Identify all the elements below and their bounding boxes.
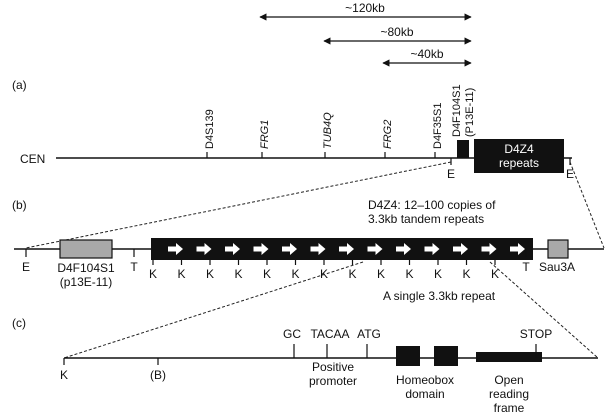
kpni-site-label-9: K: [377, 267, 385, 281]
kpni-site-label-6: K: [291, 267, 299, 281]
range-arrows: ~120kb ~80kb ~40kb: [259, 1, 472, 67]
open-reading-frame-bar: [476, 352, 542, 362]
cen-label: CEN: [20, 152, 45, 166]
orf-label-line3: frame: [494, 401, 525, 415]
range-label-40kb: ~40kb: [410, 47, 443, 61]
panel-c-caption: A single 3.3kb repeat: [383, 289, 496, 303]
kpni-site-label-2: K: [177, 267, 185, 281]
sau3a-label: Sau3A: [539, 260, 575, 274]
zoom-line-bc-right: [489, 261, 599, 359]
zoom-line-ab-left: [25, 161, 452, 249]
zoom-line-bc-left: [63, 261, 364, 359]
orf-label-line1: Open: [494, 373, 523, 387]
marker-d4f35s1: D4F35S1: [432, 103, 444, 149]
kpni-site-label-4: K: [234, 267, 242, 281]
zoom-line-ab-right: [569, 161, 605, 249]
site-k-c: K: [60, 368, 68, 382]
d4z4-repeats-line2: repeats: [499, 156, 539, 170]
kpni-site-label-5: K: [263, 267, 271, 281]
marker-d4s139: D4S139: [204, 109, 216, 149]
homeobox-label-line2: domain: [405, 387, 444, 401]
panel-c: (c) A single 3.3kb repeat K (B) GC TACAA…: [12, 289, 598, 415]
d4z4-repeats-box: [474, 139, 564, 173]
homeobox-2: [434, 346, 458, 366]
homeobox-1: [396, 346, 420, 366]
panel-b-caption-line2: 3.3kb tandem repeats: [368, 212, 484, 226]
site-b: (B): [150, 368, 166, 382]
site-e: E: [22, 260, 30, 274]
kpni-site-label-8: K: [348, 267, 356, 281]
kpni-site-label-12: K: [462, 267, 470, 281]
promoter-label-line1: Positive: [312, 360, 354, 374]
tacaa-box-label: TACAA: [310, 327, 349, 341]
p13e11-probe-box: [59, 239, 113, 259]
panel-a: (a) CEN D4S139 FRG1 TUB4Q FRG2 D4F35S1 D…: [12, 78, 574, 181]
panel-b: (b) D4Z4: 12–100 copies of 3.3kb tandem …: [12, 198, 604, 289]
range-label-80kb: ~80kb: [380, 25, 413, 39]
gc-box-label: GC: [283, 327, 301, 341]
atg-label: ATG: [357, 327, 381, 341]
homeobox-label-line1: Homeobox: [396, 373, 454, 387]
site-t-right: T: [522, 260, 530, 274]
panel-b-label: (b): [12, 198, 27, 212]
marker-p13e11: (P13E-11): [464, 88, 476, 137]
kpni-site-label-11: K: [434, 267, 442, 281]
probe-label-line1: D4F104S1: [57, 261, 115, 275]
ecori-site-right: E: [566, 167, 574, 181]
site-t-left: T: [130, 260, 138, 274]
sau3a-box: [547, 239, 569, 259]
ecori-site-left: E: [447, 167, 455, 181]
d4z4-repeats-line1: D4Z4: [504, 142, 534, 156]
panel-b-caption-line1: D4Z4: 12–100 copies of: [368, 198, 496, 212]
kpni-site-label-1: K: [149, 267, 157, 281]
stop-label: STOP: [520, 327, 552, 341]
marker-frg2: FRG2: [382, 120, 394, 149]
kpni-site-label-10: K: [405, 267, 413, 281]
promoter-label-line2: promoter: [309, 374, 357, 388]
panel-a-label: (a): [12, 78, 27, 92]
marker-d4f104s1: D4F104S1: [451, 84, 463, 137]
marker-frg1: FRG1: [259, 120, 271, 149]
p13e11-probe-block: [457, 140, 469, 158]
kpni-site-label-3: K: [206, 267, 214, 281]
probe-label-line2: (p13E-11): [60, 275, 112, 289]
range-label-120kb: ~120kb: [345, 1, 385, 15]
panel-c-label: (c): [12, 316, 26, 330]
orf-label-line2: reading: [489, 387, 529, 401]
marker-tub4q: TUB4Q: [322, 112, 334, 149]
kpni-site-label-13: K: [491, 267, 499, 281]
